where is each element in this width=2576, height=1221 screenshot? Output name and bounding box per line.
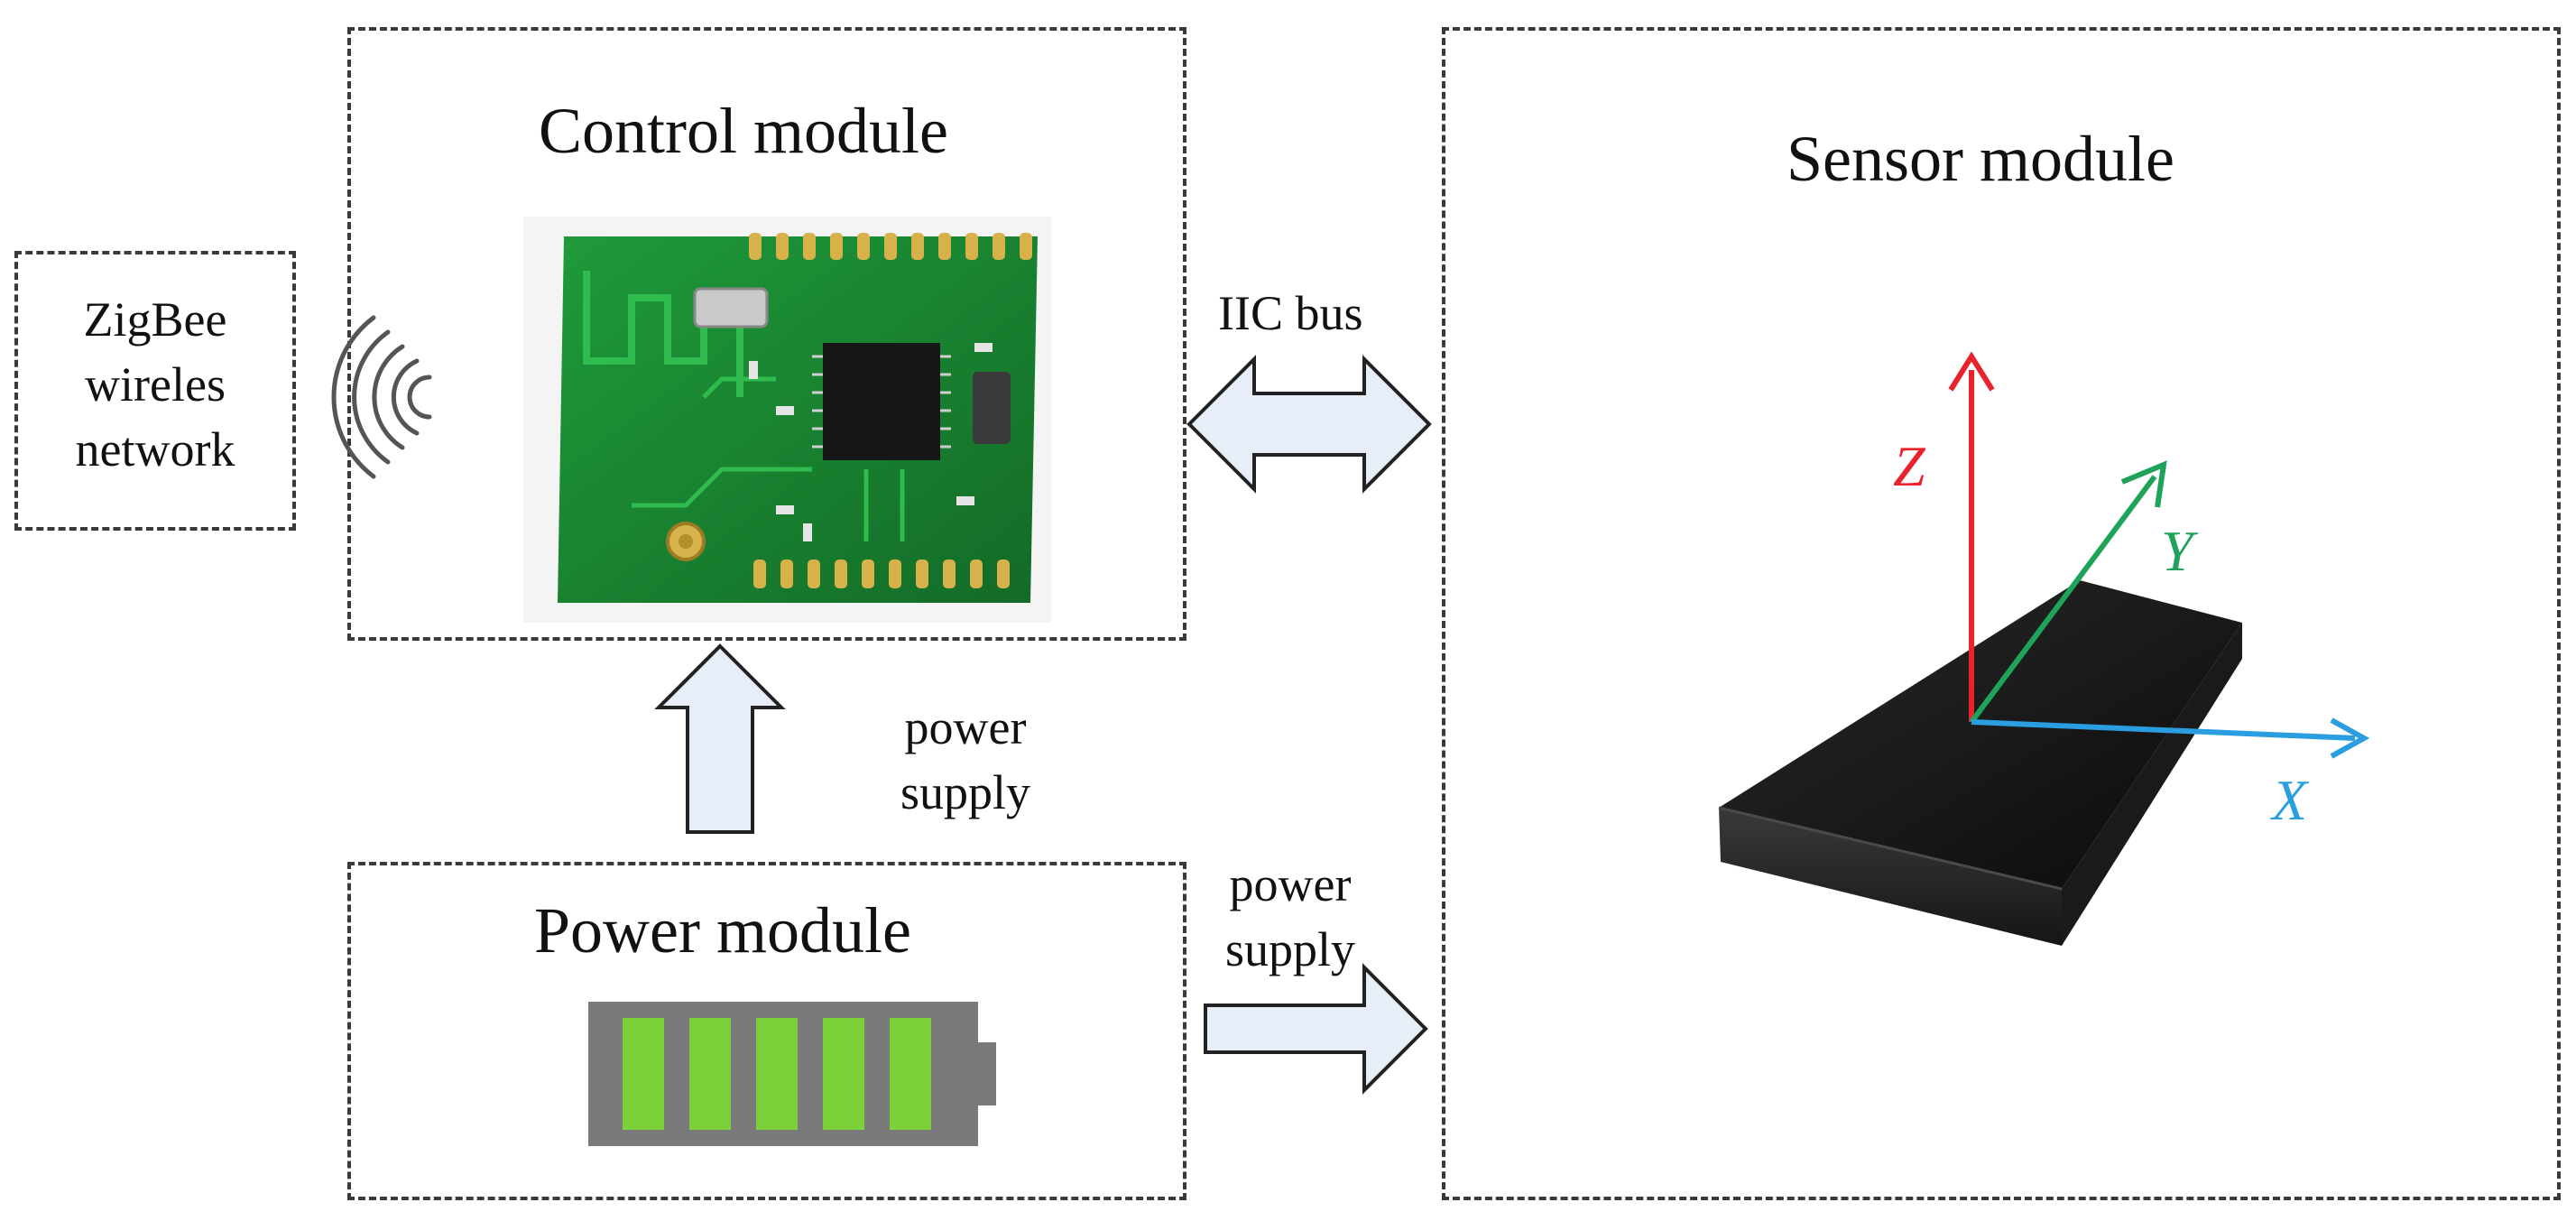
zigbee-line-1: ZigBee (83, 292, 227, 347)
pcb-board-image (523, 217, 1051, 623)
power-module-title: Power module (534, 894, 911, 967)
sensor-module-title: Sensor module (1787, 123, 2174, 195)
zigbee-network-label: ZigBee wireles network (18, 287, 292, 482)
axis-y-arrow (1969, 460, 2167, 724)
power-to-sensor-label: power supply (1191, 852, 1390, 982)
power-to-control-label: power supply (866, 695, 1065, 825)
zigbee-line-2: wireles (85, 357, 226, 412)
power-to-sensor-line-2: supply (1224, 922, 1356, 976)
axis-z-arrow (1948, 351, 1995, 722)
sensor-block-image (1718, 580, 2242, 946)
sensor-module-box (1442, 27, 2561, 1200)
wireless-signal-icon (331, 315, 432, 479)
power-to-control-line-2: supply (900, 765, 1031, 819)
power-to-sensor-line-1: power (1229, 857, 1352, 911)
iic-bus-arrow (1186, 355, 1432, 494)
pcb-bottom-pins (753, 560, 1010, 588)
axis-x-label: X (2269, 768, 2310, 832)
control-module-box (347, 27, 1186, 641)
power-to-control-line-1: power (904, 700, 1027, 754)
power-module-box (347, 862, 1186, 1200)
axis-z-label: Z (1893, 434, 1926, 498)
pcb-top-pins (749, 233, 1032, 260)
iic-bus-label: IIC bus (1218, 286, 1363, 340)
control-module-title: Control module (539, 95, 948, 167)
axis-y-label: Y (2161, 519, 2199, 583)
zigbee-network-box (14, 251, 296, 531)
zigbee-line-3: network (75, 422, 235, 476)
battery-icon (588, 1002, 996, 1146)
power-to-sensor-arrow (1204, 963, 1428, 1095)
power-to-control-arrow (654, 643, 786, 834)
axis-x-arrow (1971, 717, 2370, 759)
